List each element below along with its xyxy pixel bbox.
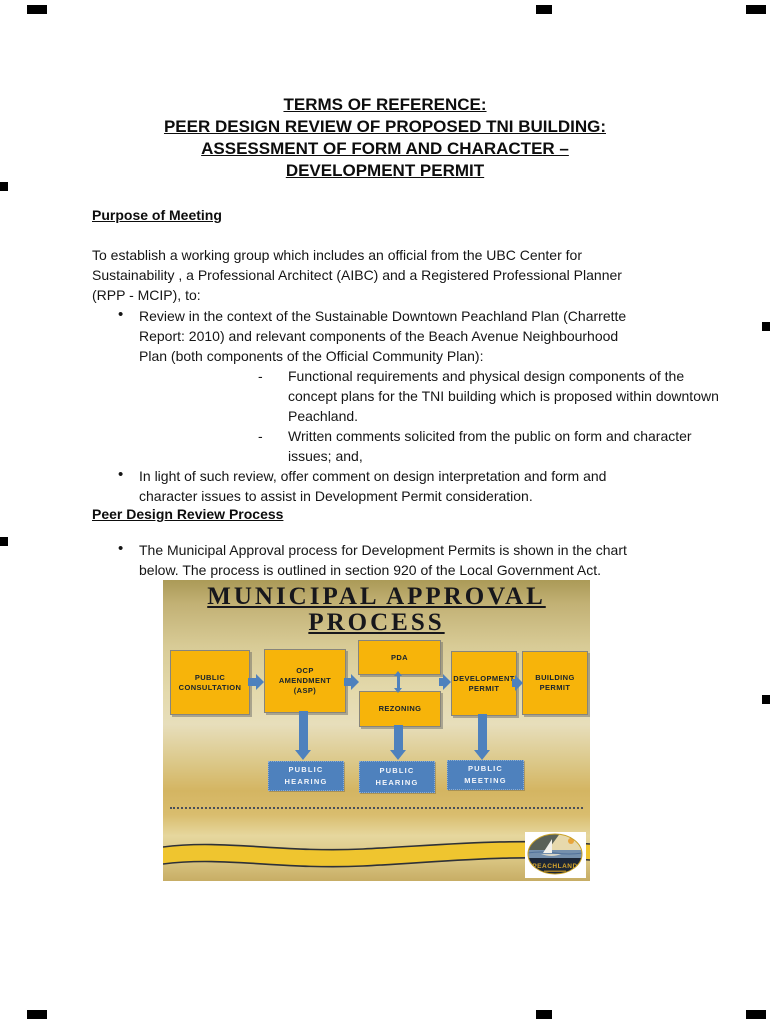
node-label: MEETING [464,776,507,785]
sub-bullet-line: concept plans for the TNI building which… [288,388,719,404]
title-line: TERMS OF REFERENCE: [283,95,487,114]
registration-mark [27,1010,47,1019]
logo-sun-icon [568,838,574,844]
paragraph-line: (RPP - MCIP), to: [92,287,201,303]
bullet-line: Report: 2010) and relevant components of… [139,328,619,344]
registration-mark [0,537,8,546]
node-development-permit: DEVELOPMENT PERMIT [451,651,517,716]
dotted-separator [170,807,583,809]
registration-mark [27,5,47,14]
wave-band-graphic [163,840,590,868]
node-label: PERMIT [539,683,571,692]
bullet-line: The Municipal Approval process for Devel… [118,539,627,560]
node-label: PUBLIC [379,766,415,775]
bullet-line: Review in the context of the Sustainable… [118,305,626,326]
logo-sailboat-icon [543,839,552,853]
node-label: DEVELOPMENT [453,673,515,683]
node-label: HEARING [375,778,419,787]
sub-bullet-line: Peachland. [288,408,359,424]
node-label: OCP [296,666,314,675]
registration-mark [762,322,770,331]
node-ocp-amendment: OCP AMENDMENT (ASP) [264,649,346,713]
paragraph-line: To establish a working group which inclu… [92,247,582,263]
bullet-line: Plan (both components of the Official Co… [139,348,484,364]
paragraph-line: Sustainability , a Professional Architec… [92,267,622,283]
node-public-hearing-2: PUBLIC HEARING [359,761,435,793]
sub-bullet-line: Functional requirements and physical des… [258,366,684,386]
flow-arrow-right-icon [439,674,451,690]
registration-mark [0,182,8,191]
title-line: ASSESSMENT OF FORM AND CHARACTER – [201,139,569,158]
node-public-meeting: PUBLIC MEETING [447,760,524,790]
municipal-approval-chart: MUNICIPAL APPROVAL PROCESS PUBLIC CONSUL… [163,580,590,881]
node-rezoning: REZONING [359,691,441,727]
bullet-line: below. The process is outlined in sectio… [139,562,602,578]
sub-bullet-line: issues; and, [288,448,363,464]
node-building-permit: BUILDING PERMIT [522,651,588,715]
bullet-line: In light of such review, offer comment o… [118,465,606,486]
node-label: BUILDING [535,673,575,682]
logo-wordmark: PEACHLAND [532,863,577,870]
registration-mark [536,1010,552,1019]
flow-arrow-down-icon [390,725,406,760]
title-line: PEER DESIGN REVIEW OF PROPOSED TNI BUILD… [163,117,607,136]
title-line: DEVELOPMENT PERMIT [285,161,485,180]
registration-mark [746,5,766,14]
registration-mark [762,695,770,704]
flow-arrow-right-icon [512,675,523,691]
node-public-consultation: PUBLIC CONSULTATION [170,650,250,715]
flow-arrow-down-icon [295,711,311,760]
flow-arrow-down-icon [474,714,490,760]
node-pda: PDA [358,640,441,675]
node-label: PUBLIC [194,672,226,682]
chart-title-line: PROCESS [308,609,445,636]
flow-arrow-right-icon [344,674,359,690]
purpose-heading: Purpose of Meeting [92,207,222,223]
node-label: REZONING [378,704,422,713]
node-label: PUBLIC [467,764,504,773]
flow-arrow-right-icon [248,674,264,690]
chart-title-line: MUNICIPAL APPROVAL [207,583,546,610]
chart-title: MUNICIPAL APPROVAL PROCESS [163,584,590,636]
document-title: TERMS OF REFERENCE: PEER DESIGN REVIEW O… [0,94,770,182]
registration-mark [746,1010,766,1019]
double-arrow-vertical-icon [394,671,402,693]
node-label: CONSULTATION [178,682,242,692]
node-label: HEARING [284,777,328,786]
process-heading: Peer Design Review Process [92,506,284,522]
node-public-hearing-1: PUBLIC HEARING [268,761,344,791]
peachland-logo: PEACHLAND [525,832,586,878]
registration-mark [536,5,552,14]
sub-bullet-line: Written comments solicited from the publ… [258,426,692,446]
bullet-line: character issues to assist in Developmen… [139,488,533,504]
node-label: PDA [390,652,409,662]
node-label: PUBLIC [288,765,324,774]
node-label: (ASP) [293,686,317,695]
node-label: AMENDMENT [278,676,332,685]
node-label: PERMIT [468,683,500,693]
